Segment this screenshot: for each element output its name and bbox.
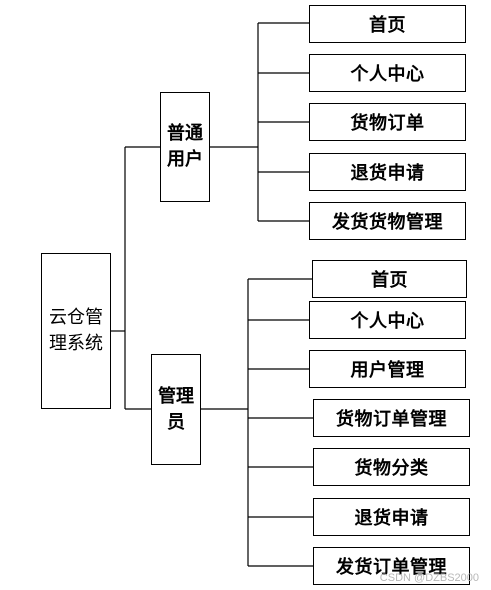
branch-label-line1: 管理	[158, 385, 194, 407]
leaf-label: 用户管理	[350, 360, 425, 381]
leaf-label: 退货申请	[354, 508, 429, 529]
leaf-label: 个人中心	[350, 64, 425, 85]
user-leaf-return-request: 退货申请	[309, 153, 466, 191]
admin-leaf-goods-category: 货物分类	[313, 448, 470, 486]
root-label-line1: 云仓管	[49, 307, 103, 328]
leaf-label: 货物订单	[350, 113, 425, 134]
leaf-label: 发货货物管理	[332, 212, 443, 233]
admin-leaf-user-management: 用户管理	[309, 350, 466, 388]
leaf-label: 货物分类	[354, 458, 429, 479]
user-leaf-shipping-management: 发货货物管理	[309, 202, 466, 240]
admin-leaf-return-request: 退货申请	[313, 498, 470, 536]
leaf-label: 首页	[369, 15, 406, 36]
leaf-label: 退货申请	[350, 163, 425, 184]
root-node: 云仓管 理系统	[41, 253, 111, 409]
admin-leaf-shipping-order-management: 发货订单管理	[313, 547, 470, 585]
leaf-label: 发货订单管理	[336, 557, 447, 578]
branch-node-user: 普通 用户	[160, 92, 210, 202]
user-leaf-personal-center: 个人中心	[309, 54, 466, 92]
branch-node-admin: 管理 员	[151, 354, 201, 465]
admin-leaf-personal-center: 个人中心	[309, 301, 466, 339]
user-leaf-home: 首页	[309, 5, 466, 43]
leaf-label: 个人中心	[350, 311, 425, 332]
branch-label-line1: 普通	[167, 123, 203, 144]
watermark: CSDN @DZBS2000	[379, 572, 479, 584]
leaf-label: 货物订单管理	[336, 409, 447, 430]
root-label-line2: 理系统	[49, 333, 103, 354]
user-leaf-goods-orders: 货物订单	[309, 103, 466, 141]
admin-leaf-home: 首页	[312, 260, 467, 298]
branch-label-line2: 用户	[167, 149, 203, 170]
leaf-label: 首页	[371, 270, 408, 291]
branch-label-line2: 员	[167, 411, 185, 433]
admin-leaf-order-management: 货物订单管理	[313, 399, 470, 437]
